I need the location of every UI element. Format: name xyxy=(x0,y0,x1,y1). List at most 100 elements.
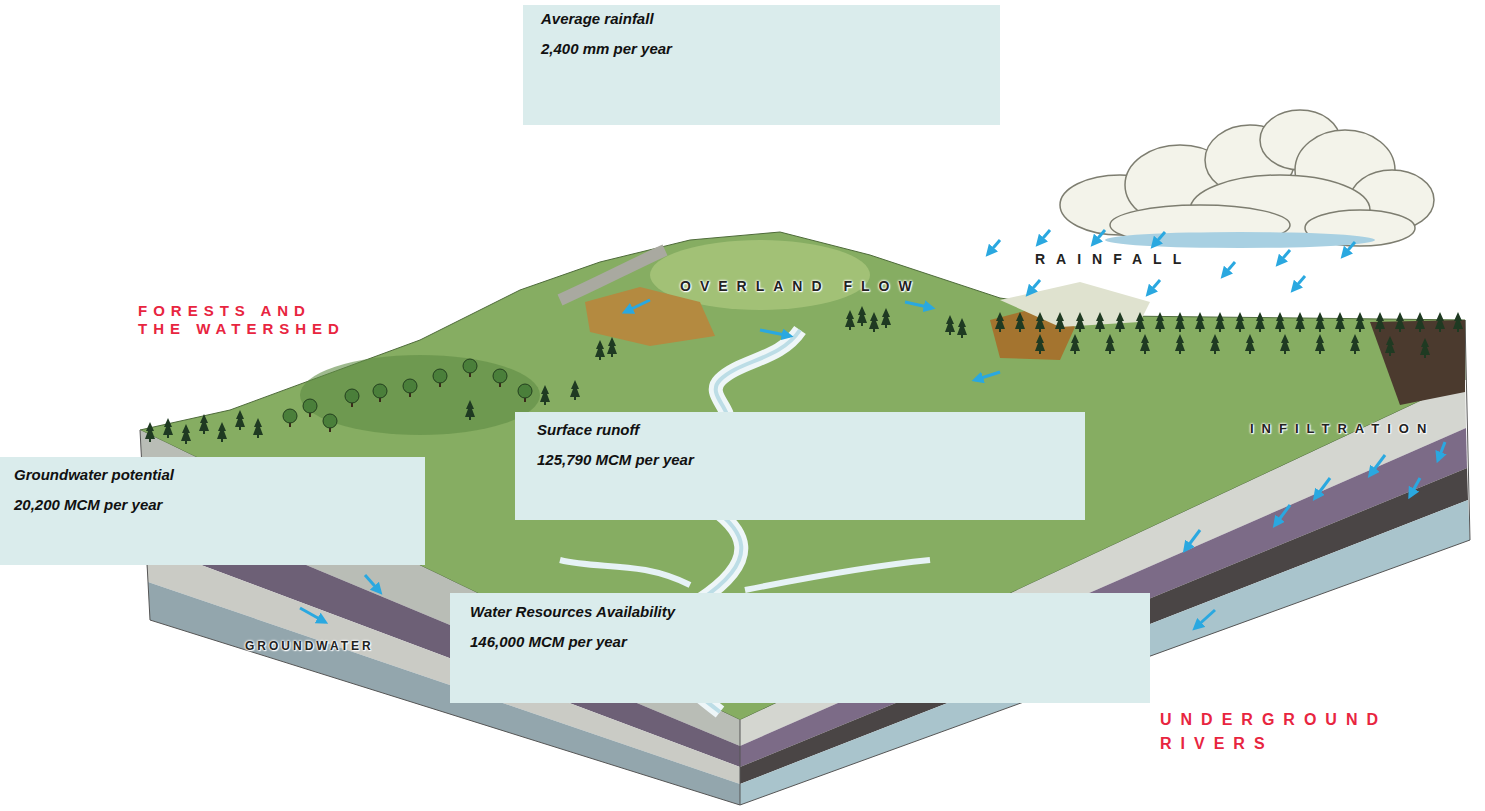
groundwater-arrow xyxy=(300,608,325,622)
rain-arrow xyxy=(1223,262,1235,276)
panel-value: 20,200 MCM per year xyxy=(14,495,162,515)
broadleaf-tree xyxy=(463,359,477,377)
panel-value: 2,400 mm per year xyxy=(541,39,672,59)
process-label: GROUNDWATER xyxy=(245,638,374,654)
illustration-title: FORESTS AND THE WATERSHED xyxy=(138,302,363,338)
broadleaf-tree xyxy=(518,384,532,402)
runoff-arrow xyxy=(975,372,1000,380)
process-label: RAINFALL xyxy=(1035,250,1192,268)
pine-tree xyxy=(1095,312,1105,332)
pine-tree xyxy=(1215,312,1225,332)
pine-tree xyxy=(1315,312,1325,332)
pine-tree xyxy=(163,418,173,438)
pine-tree xyxy=(995,312,1005,332)
eroded-slope xyxy=(585,287,715,346)
flow-arrows xyxy=(300,230,1445,628)
data-panel: Surface runoff 125,790 MCM per year xyxy=(515,412,1085,520)
rain-arrow xyxy=(1343,242,1355,256)
rain-arrow xyxy=(1293,276,1305,290)
broadleaf-tree xyxy=(283,409,297,427)
pine-tree xyxy=(1385,336,1395,356)
panel-value: 125,790 MCM per year xyxy=(537,450,694,470)
pine-tree xyxy=(881,308,891,328)
pine-tree xyxy=(1035,312,1045,332)
pine-tree xyxy=(595,340,605,360)
rain-cloud xyxy=(1060,110,1434,248)
pine-tree xyxy=(199,414,209,434)
pine-tree xyxy=(1395,312,1405,332)
pine-tree xyxy=(607,337,617,357)
pine-tree xyxy=(1275,312,1285,332)
rain-arrow xyxy=(1038,230,1050,244)
pine-tree xyxy=(1055,312,1065,332)
process-label: INFILTRATION xyxy=(1250,420,1434,437)
broadleaf-tree xyxy=(433,369,447,387)
pine-tree xyxy=(1235,312,1245,332)
pine-tree xyxy=(181,424,191,444)
pine-tree xyxy=(1453,312,1463,332)
process-label: OVERLAND FLOW xyxy=(680,277,921,295)
pine-tree xyxy=(1415,312,1425,332)
pine-tree xyxy=(1135,312,1145,332)
pine-tree xyxy=(253,418,263,438)
rain-arrow xyxy=(1278,250,1290,264)
pine-tree xyxy=(1350,334,1360,354)
pine-tree xyxy=(1335,312,1345,332)
infiltration-arrow xyxy=(1195,610,1215,628)
rain-arrow xyxy=(1148,280,1160,294)
pine-tree xyxy=(1175,334,1185,354)
pine-tree xyxy=(1175,312,1185,332)
pine-tree xyxy=(145,422,155,442)
pine-tree xyxy=(1245,334,1255,354)
infiltration-arrow xyxy=(1410,478,1420,496)
data-panel: Groundwater potential 20,200 MCM per year xyxy=(0,457,425,565)
panel-heading: Average rainfall xyxy=(541,9,654,29)
pine-tree xyxy=(945,315,955,335)
rain-arrow xyxy=(1028,280,1040,294)
pine-tree xyxy=(1280,334,1290,354)
pine-tree xyxy=(1140,334,1150,354)
pine-tree xyxy=(1210,334,1220,354)
pine-tree xyxy=(1375,312,1385,332)
pine-tree xyxy=(1155,312,1165,332)
infiltration-arrow xyxy=(1185,530,1200,550)
pine-tree xyxy=(1070,334,1080,354)
rain-arrow xyxy=(1153,232,1165,246)
runoff-arrow xyxy=(625,300,650,312)
pine-tree xyxy=(1255,312,1265,332)
broadleaf-tree xyxy=(303,399,317,417)
pine-tree xyxy=(570,380,580,400)
rain-arrow xyxy=(988,240,1000,254)
pine-tree xyxy=(217,422,227,442)
rain-arrow xyxy=(1093,230,1105,244)
pine-tree xyxy=(1295,312,1305,332)
runoff-arrow xyxy=(905,302,932,308)
pine-tree xyxy=(869,312,879,332)
panel-heading: Water Resources Availability xyxy=(470,602,675,622)
illustration-title: UNDERGROUND RIVERS xyxy=(1160,708,1408,756)
broadleaf-tree xyxy=(373,384,387,402)
pine-tree xyxy=(1015,312,1025,332)
pine-tree xyxy=(1355,312,1365,332)
river-tributary xyxy=(745,560,930,590)
pine-tree xyxy=(845,310,855,330)
broadleaf-tree xyxy=(323,414,337,432)
pine-tree xyxy=(235,410,245,430)
pine-tree xyxy=(1075,312,1085,332)
pine-tree xyxy=(1105,334,1115,354)
hill-shade xyxy=(300,355,540,435)
panel-heading: Groundwater potential xyxy=(14,465,174,485)
broadleaf-tree xyxy=(493,369,507,387)
pine-tree xyxy=(857,306,867,326)
pine-tree xyxy=(957,318,967,338)
pine-tree xyxy=(1195,312,1205,332)
runoff-arrow xyxy=(760,330,790,336)
pine-tree xyxy=(1115,312,1125,332)
river-tributary xyxy=(560,560,690,585)
broadleaf-tree xyxy=(403,379,417,397)
pine-tree xyxy=(1315,334,1325,354)
soil-layer xyxy=(1370,320,1465,405)
panel-heading: Surface runoff xyxy=(537,420,639,440)
infiltration-arrow xyxy=(1275,505,1290,525)
data-panel: Water Resources Availability146,000 MCM … xyxy=(450,593,1150,703)
